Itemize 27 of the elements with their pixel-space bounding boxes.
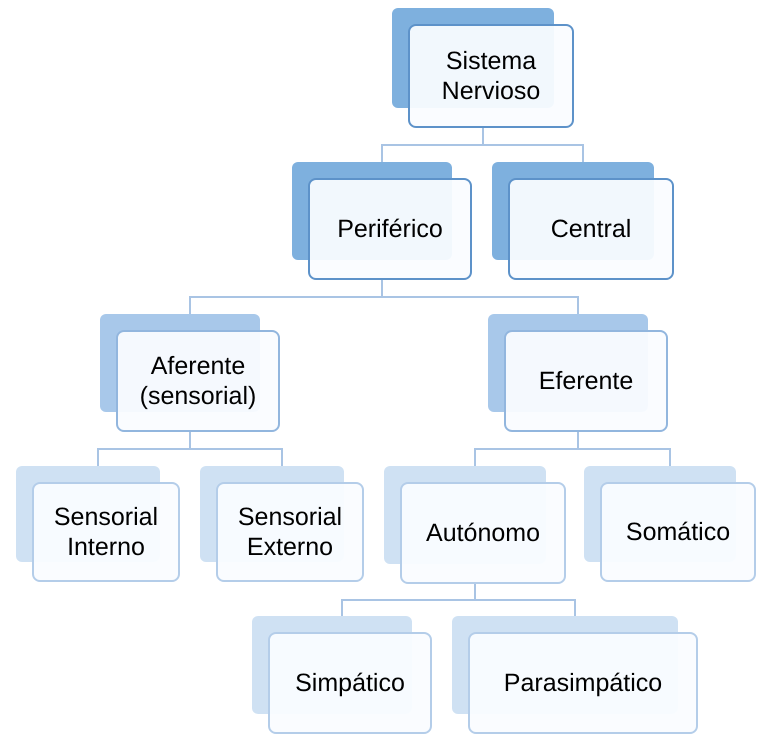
connector-line <box>189 432 283 466</box>
connector-line <box>381 280 579 314</box>
org-chart-box <box>488 314 668 432</box>
org-chart-box <box>584 466 756 582</box>
org-chart-box <box>384 466 566 584</box>
connector-line <box>482 128 584 162</box>
org-chart-box <box>292 162 472 280</box>
node-label: Parasimpático <box>504 668 662 698</box>
node-label: Central <box>550 214 632 244</box>
node-label: Somático <box>626 517 730 547</box>
node-label: Sistema Nervioso <box>440 46 542 106</box>
org-chart-box <box>392 8 574 128</box>
node-label: Sensorial Externo <box>236 502 344 562</box>
connector-line <box>474 584 576 616</box>
node-label: Autónomo <box>426 518 540 548</box>
org-chart-box <box>252 616 432 734</box>
node-label: Eferente <box>538 366 634 396</box>
org-chart-box <box>492 162 674 280</box>
node-label: Simpático <box>295 668 405 698</box>
connector-line <box>577 432 671 466</box>
org-chart-box <box>100 314 280 432</box>
node-label: Aferente (sensorial) <box>138 351 258 411</box>
org-chart-box <box>452 616 698 734</box>
node-label: Sensorial Interno <box>52 502 160 562</box>
node-label: Periférico <box>337 214 443 244</box>
org-chart-box <box>200 466 364 582</box>
org-chart-box <box>16 466 180 582</box>
